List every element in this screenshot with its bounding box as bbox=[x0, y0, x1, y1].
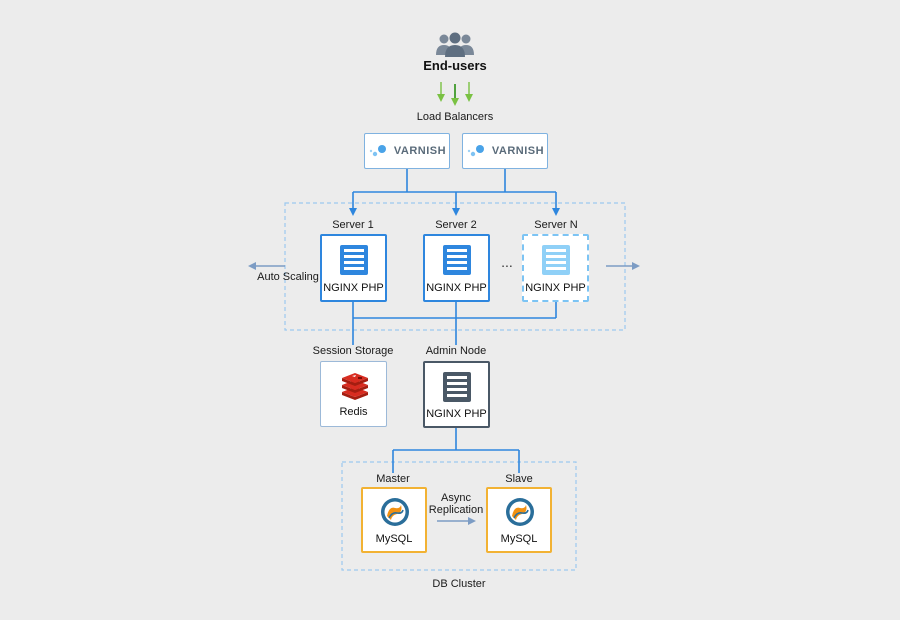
server-2-title: Server 2 bbox=[435, 219, 477, 231]
mysql-icon bbox=[506, 498, 534, 526]
session-storage-title: Session Storage bbox=[312, 345, 394, 357]
server-2-node: NGINX PHP bbox=[423, 234, 490, 302]
master-label: MySQL bbox=[375, 533, 413, 545]
varnish-label: VARNISH bbox=[393, 145, 447, 157]
replication-label: Replication bbox=[428, 504, 484, 516]
server-2-label: NGINX PHP bbox=[426, 282, 487, 294]
server-n-title: Server N bbox=[534, 219, 578, 231]
mysql-slave-node: MySQL bbox=[486, 487, 552, 553]
varnish-logo-icon bbox=[467, 145, 484, 157]
master-title: Master bbox=[376, 473, 410, 485]
db-cluster-label: DB Cluster bbox=[432, 578, 486, 590]
redis-label: Redis bbox=[339, 406, 368, 418]
server-icon bbox=[542, 245, 570, 275]
auto-scaling-label: Auto Scaling bbox=[257, 271, 319, 283]
server-1-node: NGINX PHP bbox=[320, 234, 387, 302]
slave-label: MySQL bbox=[500, 533, 538, 545]
end-users-label: End-users bbox=[423, 58, 487, 73]
varnish-logo-icon bbox=[369, 145, 386, 157]
async-replication-label: Async Replication bbox=[425, 492, 487, 516]
server-icon bbox=[340, 245, 368, 275]
server-n-label: NGINX PHP bbox=[525, 282, 586, 294]
server-icon bbox=[443, 245, 471, 275]
varnish-node-2: VARNISH bbox=[462, 133, 548, 169]
redis-icon bbox=[342, 373, 368, 400]
users-icon bbox=[436, 32, 474, 57]
mysql-icon bbox=[381, 498, 409, 526]
server-icon bbox=[443, 372, 471, 402]
slave-title: Slave bbox=[505, 473, 533, 485]
db-cluster-frame bbox=[341, 461, 577, 571]
async-label: Async bbox=[441, 492, 471, 504]
admin-node-title: Admin Node bbox=[425, 345, 487, 357]
redis-node: Redis bbox=[320, 361, 387, 427]
server-1-title: Server 1 bbox=[332, 219, 374, 231]
varnish-node-1: VARNISH bbox=[364, 133, 450, 169]
varnish-label: VARNISH bbox=[491, 145, 545, 157]
more-servers-ellipsis: ... bbox=[501, 254, 513, 270]
mysql-master-node: MySQL bbox=[361, 487, 427, 553]
admin-node: NGINX PHP bbox=[423, 361, 490, 428]
server-1-label: NGINX PHP bbox=[323, 282, 384, 294]
server-n-node: NGINX PHP bbox=[522, 234, 589, 302]
admin-node-label: NGINX PHP bbox=[426, 408, 487, 420]
load-balancers-label: Load Balancers bbox=[416, 111, 494, 123]
